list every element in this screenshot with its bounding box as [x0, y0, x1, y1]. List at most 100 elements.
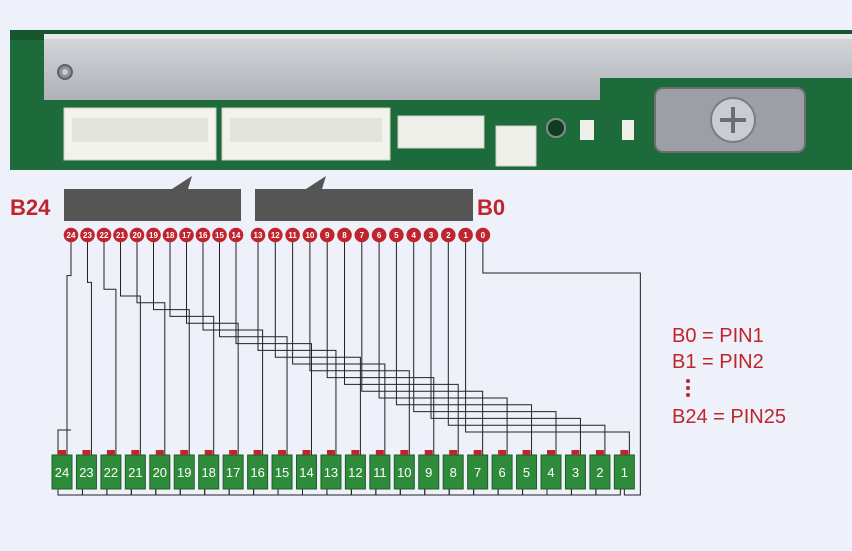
svg-text:17: 17 [182, 231, 191, 240]
svg-text:7: 7 [360, 231, 365, 240]
wire-3 [430, 235, 581, 455]
wire-1 [465, 235, 630, 455]
cell-link-20 [155, 489, 181, 496]
svg-text:12: 12 [271, 231, 280, 240]
connector-pin-16: 16 [195, 227, 211, 243]
connector-pin-19: 19 [146, 227, 161, 243]
svg-text:24: 24 [67, 231, 76, 240]
cell-link-23 [81, 489, 108, 496]
svg-text:5: 5 [394, 231, 399, 240]
svg-text:4: 4 [411, 231, 416, 240]
wire-9 [326, 235, 435, 455]
svg-text:6: 6 [498, 465, 505, 480]
battery-cell-1: 1 [613, 450, 635, 490]
battery-cell-3: 3 [564, 450, 586, 490]
legend: B0 = PIN1 B1 = PIN2 B24 = PIN25 [672, 325, 786, 428]
legend-line-1: B0 = PIN1 [672, 325, 764, 347]
connector-pin-22: 22 [96, 227, 112, 243]
cell-link-7 [473, 489, 499, 496]
svg-text:11: 11 [288, 231, 297, 240]
battery-cell-20: 20 [149, 450, 171, 490]
connector-pin-14: 14 [228, 227, 244, 243]
battery-cell-18: 18 [198, 450, 220, 490]
cell-link-14 [302, 489, 328, 496]
svg-text:13: 13 [324, 465, 338, 480]
wire-24-left [57, 429, 71, 455]
svg-text:7: 7 [474, 465, 481, 480]
svg-text:15: 15 [275, 465, 289, 480]
connector-pin-4: 4 [406, 227, 422, 243]
label-b24: B24 [10, 195, 51, 220]
svg-text:14: 14 [232, 231, 241, 240]
connector-pin-1: 1 [458, 227, 473, 243]
wire-11 [292, 235, 386, 455]
battery-cell-11: 11 [369, 450, 391, 490]
svg-text:10: 10 [305, 231, 314, 240]
wire-24 [66, 235, 72, 455]
wire-4 [413, 235, 557, 455]
connector-pin-7: 7 [354, 227, 370, 243]
svg-text:1: 1 [621, 465, 628, 480]
connector-bracket-bars [64, 176, 473, 221]
cell-link-3 [570, 489, 597, 496]
connector-pin-23: 23 [80, 227, 95, 243]
cell-link-2 [595, 489, 621, 496]
battery-cell-15: 15 [271, 450, 293, 490]
connector-pin-9: 9 [319, 227, 335, 243]
svg-text:18: 18 [166, 231, 175, 240]
battery-cell-9: 9 [418, 450, 440, 490]
wire-6 [378, 235, 508, 455]
wire-0 [482, 235, 641, 496]
connector-pin-10: 10 [302, 227, 318, 243]
connector-pin-6: 6 [371, 227, 387, 243]
battery-cell-5: 5 [516, 450, 538, 490]
svg-text:2: 2 [596, 465, 603, 480]
svg-text:22: 22 [104, 465, 118, 480]
cell-link-9 [424, 489, 450, 496]
svg-text:14: 14 [299, 465, 313, 480]
connector-pin-0: 0 [475, 227, 491, 243]
svg-text:15: 15 [215, 231, 224, 240]
cell-link-22 [106, 489, 132, 496]
connector-pin-15: 15 [212, 227, 227, 243]
battery-cell-21: 21 [124, 450, 146, 490]
svg-text:10: 10 [397, 465, 411, 480]
cell-link-16 [253, 489, 279, 496]
wire-group [57, 235, 641, 496]
svg-text:6: 6 [377, 231, 382, 240]
svg-text:2: 2 [446, 231, 451, 240]
svg-text:9: 9 [325, 231, 330, 240]
connector-housing-left [63, 107, 217, 161]
connector-pin-5: 5 [389, 227, 404, 243]
svg-text:13: 13 [254, 231, 263, 240]
wire-23 [87, 235, 92, 455]
wire-21 [120, 235, 141, 455]
battery-cell-19: 19 [173, 450, 195, 490]
wire-18 [169, 235, 215, 455]
battery-cell-7: 7 [467, 450, 489, 490]
connector-pin-12: 12 [268, 227, 283, 243]
svg-text:24: 24 [55, 465, 69, 480]
small-connector [397, 115, 485, 149]
wire-22 [103, 235, 117, 455]
battery-cell-2: 2 [589, 450, 611, 490]
cell-link-21 [130, 489, 157, 496]
cell-link-11 [375, 489, 401, 496]
svg-text:20: 20 [133, 231, 142, 240]
cell-link-4 [546, 489, 572, 496]
cell-link-17 [228, 489, 255, 496]
cell-link-5 [522, 489, 548, 496]
cell-link-18 [204, 489, 230, 496]
cell-link-15 [277, 489, 303, 496]
svg-text:16: 16 [250, 465, 264, 480]
svg-text:4: 4 [547, 465, 554, 480]
wire-19 [153, 235, 190, 455]
wire-20 [136, 235, 166, 455]
connector-pin-11: 11 [285, 227, 300, 243]
svg-text:8: 8 [342, 231, 347, 240]
wire-8 [344, 235, 459, 455]
battery-cell-23: 23 [75, 450, 97, 490]
connector-pin-17: 17 [179, 227, 194, 243]
